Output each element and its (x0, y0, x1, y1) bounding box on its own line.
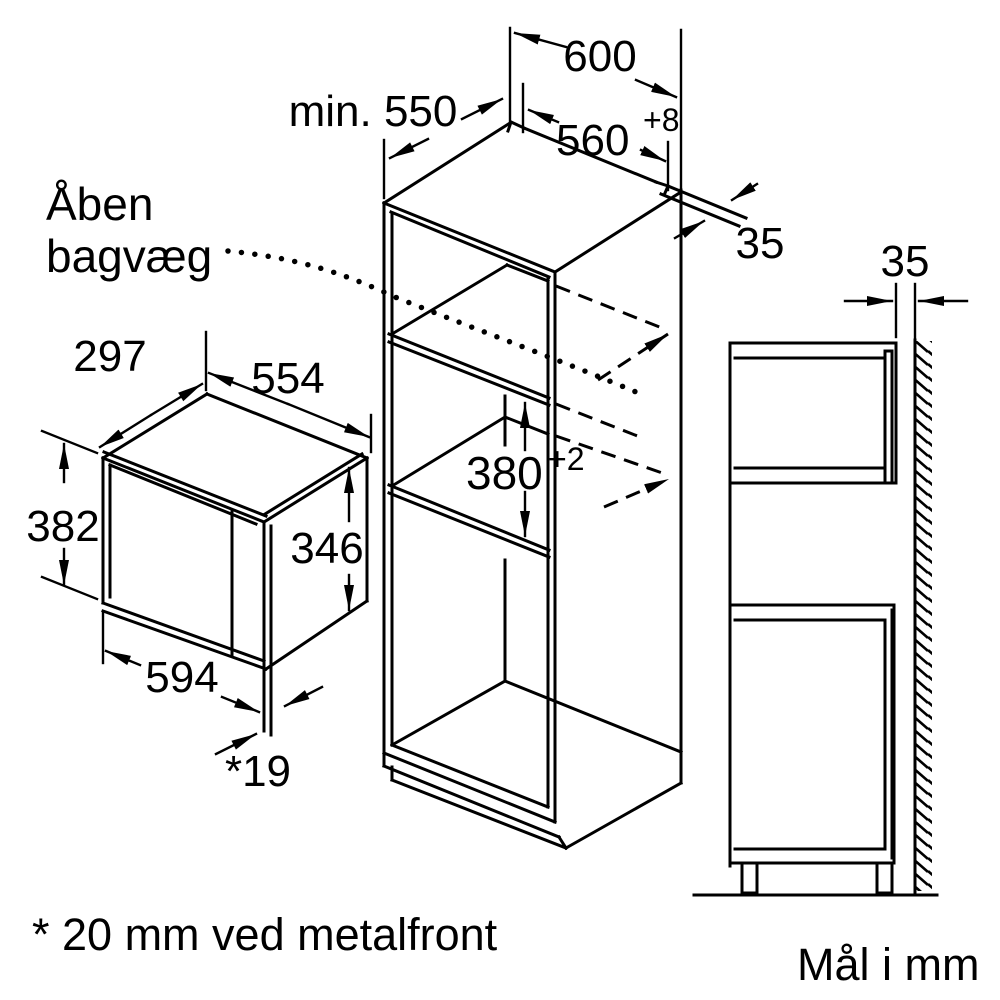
tall-cabinet-isometric (225, 119, 748, 851)
shelf-b-front-lower (387, 491, 551, 559)
microwave-isometric: 297 554 382 346 594 (26, 330, 373, 796)
bottom-compartment-floor-back (503, 679, 683, 754)
mw-depth-dimension: 297 (40, 330, 208, 455)
niche-floor-back (503, 415, 550, 436)
mw-top-back-right-edge (205, 392, 369, 460)
dim-appliance-top-width: 554 (251, 354, 324, 403)
mw-frame-bottom-outer (101, 609, 268, 671)
mw-top-front-right-edge (261, 455, 370, 525)
shelf-b-plane-dashed (555, 434, 669, 477)
dim-appliance-height: 382 (26, 502, 99, 551)
arrow-rail-lower (673, 219, 706, 240)
arrow-600-left (513, 31, 568, 49)
shelf-a-front-upper (387, 332, 551, 400)
open-back-label: Åben bagvæg (46, 178, 212, 282)
mw-top-width-dimension: 554 (207, 354, 373, 454)
open-back-text-line1: Åben (46, 178, 153, 230)
frame-bottom-outer (382, 751, 557, 824)
right-panel-bottom-edge (563, 780, 684, 851)
footnote-metal-front: * 20 mm ved metalfront (32, 909, 498, 960)
top-dimensions: 600 560 +8 min. 550 35 (289, 26, 785, 268)
dim-appliance-body-height: 346 (290, 524, 363, 573)
arrow-19-upper (283, 685, 324, 708)
wall-hatching (916, 341, 932, 891)
dim-cabinet-width: 600 (563, 32, 636, 81)
arrow-560-left (527, 108, 560, 125)
arrow-rail-upper (730, 182, 759, 202)
bottom-compartment-floor-left (389, 678, 508, 748)
arrow-594-right (220, 695, 261, 714)
shelf-a-underside-dashed (555, 402, 641, 439)
arrow-554-left (207, 371, 290, 406)
sv-front-foot (740, 861, 759, 895)
top-front-edge-inner (389, 210, 551, 279)
arrow-297-right (149, 382, 204, 417)
mw-top-front-right-inner (262, 451, 365, 517)
mw-height-dimension: 382 (26, 442, 100, 601)
arrow-297-left (98, 413, 153, 449)
dim-min-depth: min. 550 (289, 87, 458, 136)
mw-right-bottom-edge (263, 598, 370, 672)
cabinet-base-and-back (382, 188, 684, 851)
dim-appliance-front-width: 594 (145, 653, 218, 702)
open-back-text-line2: bagvæg (46, 230, 212, 282)
shelf-a-plane-dashed (555, 284, 668, 332)
mw-frame-overhang-dimension: *19 (214, 685, 324, 796)
dim-niche-width: 560 (556, 116, 629, 165)
niche-height-dimension: 380 +2 (466, 401, 584, 538)
arrow-550-back (460, 97, 504, 121)
arrow-594-left (104, 649, 142, 667)
mw-body-height-dimension: 346 (290, 466, 364, 612)
dim-front-frame-overhang: *19 (225, 747, 291, 796)
mw-door-top-inner (108, 463, 258, 526)
top-back-right-notch (654, 180, 671, 195)
arrow-19-lower (214, 732, 258, 756)
plinth-right-join (556, 834, 569, 851)
wall-section (913, 338, 932, 895)
arrow-600-right (634, 78, 678, 99)
cabinet-side-view: 35 (692, 237, 969, 897)
dim-appliance-depth: 297 (73, 332, 146, 381)
plinth-top (382, 764, 561, 839)
dim-rear-rail-gap: 35 (736, 219, 785, 268)
sv-back-foot (875, 861, 894, 895)
shelf-a-front-lower (387, 340, 551, 407)
open-back-dotted-leader (225, 248, 639, 395)
shelf-b-plane-arrow (603, 477, 670, 509)
mw-top-back-left-edge (100, 391, 210, 461)
top-right-edge (552, 189, 684, 275)
side-view-lower-compartment (728, 603, 896, 895)
dim-niche-height-tolerance: +2 (548, 441, 584, 477)
top-front-edge (382, 201, 557, 274)
witness-297-front (40, 429, 99, 455)
frame-bottom-inner (390, 743, 550, 809)
wall-gap-dimension: 35 (843, 237, 969, 340)
arrow-554-right (286, 402, 371, 439)
top-compartment-floor-back (505, 263, 550, 283)
top-compartment-floor-left (389, 262, 510, 337)
arrow-550-front (388, 137, 430, 160)
plinth-bottom (390, 778, 568, 850)
open-back-shelf-planes (555, 284, 670, 509)
cabinet-interior (389, 262, 683, 754)
dim-niche-width-tolerance: +8 (643, 102, 679, 138)
units-note: Mål i mm (797, 939, 979, 990)
dim-niche-height: 380 (466, 447, 543, 499)
cabinet-front-frame (382, 201, 557, 824)
shelf-b-front-upper (387, 483, 551, 552)
cabinet-top-face (381, 119, 684, 279)
shelf-a-plane-arrow (597, 332, 669, 382)
dim-wall-gap: 35 (881, 237, 930, 286)
witness-382-bottom (40, 575, 99, 601)
mw-top-front-left-edge (101, 456, 266, 524)
mw-door-bottom (101, 601, 266, 663)
top-back-edge (522, 126, 658, 184)
rail-lower-line (659, 192, 741, 228)
mw-top-front-left-inner (102, 450, 268, 518)
niche-floor-left (389, 414, 508, 489)
arrow-560-right (639, 146, 667, 163)
top-left-edge (381, 120, 513, 206)
mw-front-width-dimension: 594 (101, 610, 261, 714)
